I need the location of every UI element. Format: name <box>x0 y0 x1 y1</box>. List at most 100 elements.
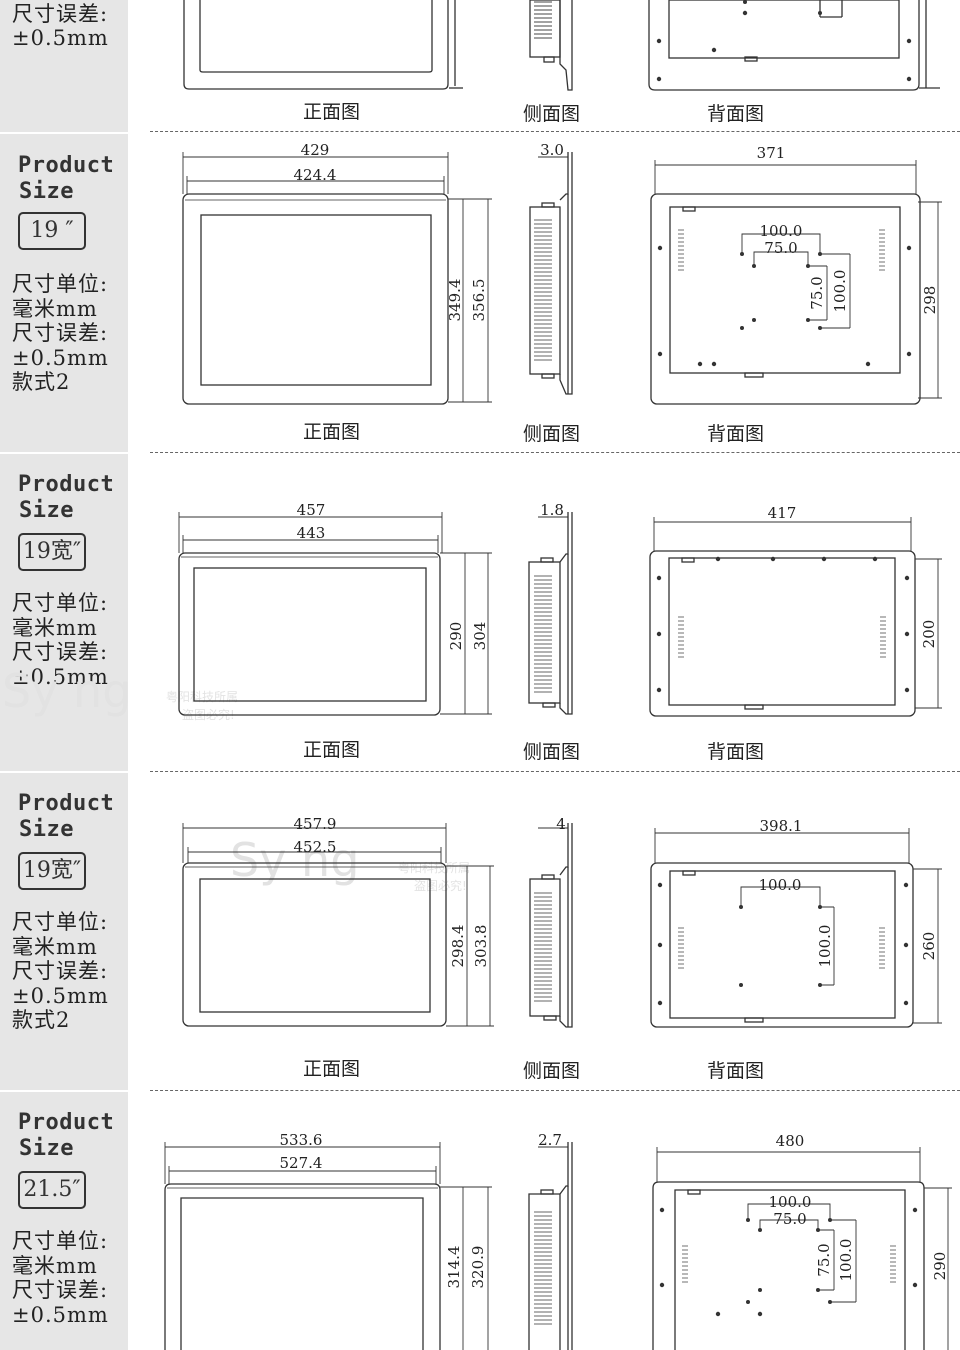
dim-inner-width: 452.5 <box>294 838 337 856</box>
product-size-title: Product Size <box>18 472 128 524</box>
dim-thickness: 1.8 <box>540 501 564 519</box>
technical-drawing: 429 424.4 349.4 356.5 3.0 <box>182 141 942 405</box>
back-dimension-lines <box>654 160 942 399</box>
side-view-label: 侧面图 <box>523 1060 581 1082</box>
front-view-label: 正面图 <box>303 739 361 761</box>
section-divider <box>150 131 960 132</box>
spec-line: 尺寸单位: <box>12 1229 109 1253</box>
spec-line: 款式2 <box>12 1008 71 1032</box>
tolerance-value: ±0.5mm <box>12 26 109 50</box>
dim-inner-width: 443 <box>297 524 326 542</box>
spec-line: 毫米mm <box>12 615 98 640</box>
back-view-label: 背面图 <box>707 741 765 763</box>
section-divider <box>150 452 960 453</box>
dim-outer-height: 320.9 <box>469 1246 487 1289</box>
back-vent-slots <box>682 1245 896 1283</box>
dim-inner-height: 298.4 <box>449 925 467 968</box>
front-view-label: 正面图 <box>303 101 361 123</box>
spec-line: 毫米mm <box>12 296 98 321</box>
spec-line: 毫米mm <box>12 934 98 959</box>
spec-line: 尺寸单位: <box>12 910 109 934</box>
dim-vesa: 75.0 <box>815 1243 833 1276</box>
front-dimension-lines <box>178 512 492 715</box>
product-section-19-wide-style2: Product Size 19宽″ 尺寸单位: 毫米mm 尺寸误差: ±0.5m… <box>0 771 960 1090</box>
spec-line: ±0.5mm <box>12 983 109 1008</box>
spec-line: 尺寸误差: <box>12 1278 109 1302</box>
dim-outer-width: 457.9 <box>294 815 337 833</box>
dim-thickness: 3.0 <box>540 141 564 159</box>
dim-back-width: 371 <box>757 144 786 162</box>
band-separator <box>0 771 128 773</box>
front-view-label: 正面图 <box>303 421 361 443</box>
side-view-label: 侧面图 <box>523 103 581 125</box>
title-line-size: Size <box>19 817 74 842</box>
partial-front-view <box>183 0 940 91</box>
spec-line: 尺寸单位: <box>12 272 109 296</box>
back-view-outline <box>652 1181 925 1350</box>
spec-line: 毫米mm <box>12 1253 98 1278</box>
back-view-label: 背面图 <box>707 1060 765 1082</box>
dim-back-height: 260 <box>920 932 938 961</box>
back-view-outline <box>650 862 914 1028</box>
spec-line: 尺寸单位: <box>12 591 109 615</box>
dim-vesa: 100.0 <box>769 1193 812 1211</box>
band-separator <box>0 1090 128 1092</box>
dim-vesa: 100.0 <box>831 270 849 313</box>
back-mount-holes <box>657 882 909 1006</box>
dim-vesa: 100.0 <box>837 1239 855 1282</box>
dim-back-height: 298 <box>921 286 939 315</box>
title-line-product: Product <box>18 791 115 816</box>
title-line-size: Size <box>19 1136 74 1161</box>
front-dimension-lines <box>182 152 492 403</box>
dim-thickness: 2.7 <box>538 1131 562 1149</box>
side-view-outline <box>528 512 573 715</box>
technical-drawing: 533.6 527.4 314.4 320.9 2.7 <box>164 1131 952 1350</box>
dim-back-height: 200 <box>920 620 938 649</box>
partial-top-section: 尺寸误差: ±0.5mm <box>0 0 960 132</box>
section-divider <box>150 1090 960 1091</box>
back-dimension-lines <box>656 1147 952 1350</box>
dim-back-width: 417 <box>768 504 797 522</box>
front-dimension-lines <box>182 823 494 1027</box>
dim-thickness: 4 <box>556 815 566 833</box>
title-line-product: Product <box>18 1110 115 1135</box>
back-view-label: 背面图 <box>707 423 765 445</box>
front-dimension-lines <box>164 1142 492 1350</box>
dim-inner-width: 424.4 <box>294 166 337 184</box>
back-vent-slots <box>678 927 885 969</box>
dim-inner-width: 527.4 <box>280 1154 323 1172</box>
dim-outer-width: 429 <box>301 141 330 159</box>
back-dimension-lines <box>654 828 942 1024</box>
title-line-size: Size <box>19 498 74 523</box>
front-view-outline <box>178 552 441 716</box>
dim-outer-height: 304 <box>471 622 489 651</box>
spec-line: 尺寸误差: <box>12 640 109 664</box>
back-mount-holes <box>659 1207 918 1317</box>
dim-inner-height: 314.4 <box>445 1246 463 1289</box>
watermark-logo: Sy ng <box>230 833 360 887</box>
watermark-logo: Sy ng <box>2 664 132 718</box>
back-view-outline <box>650 193 921 405</box>
side-view-label: 侧面图 <box>523 423 581 445</box>
back-view-label: 背面图 <box>707 103 765 125</box>
dim-back-width: 398.1 <box>760 817 803 835</box>
size-badge: 19宽″ <box>18 852 86 890</box>
spec-line: ±0.5mm <box>12 1302 109 1327</box>
back-vent-slots <box>678 616 886 658</box>
product-size-title: Product Size <box>18 1110 128 1162</box>
dim-outer-width: 533.6 <box>280 1131 323 1149</box>
dim-vesa: 100.0 <box>759 876 802 894</box>
technical-drawing: 457 443 290 304 1.8 <box>178 501 942 717</box>
product-section-19: Product Size 19 ″ 尺寸单位: 毫米mm 尺寸误差: ±0.5m… <box>0 132 960 452</box>
spec-line: 款式2 <box>12 370 71 394</box>
dim-vesa: 75.0 <box>764 239 797 257</box>
dim-vesa: 100.0 <box>816 925 834 968</box>
product-section-21-5: Product Size 21.5″ 尺寸单位: 毫米mm 尺寸误差: ±0.5… <box>0 1090 960 1350</box>
spec-line: ±0.5mm <box>12 664 109 689</box>
dim-back-height: 290 <box>931 1252 949 1281</box>
sidebar-column <box>0 0 128 1350</box>
product-size-title: Product Size <box>18 791 128 843</box>
dim-back-width: 480 <box>776 1132 805 1150</box>
title-line-product: Product <box>18 472 115 497</box>
front-view-outline <box>182 193 449 405</box>
